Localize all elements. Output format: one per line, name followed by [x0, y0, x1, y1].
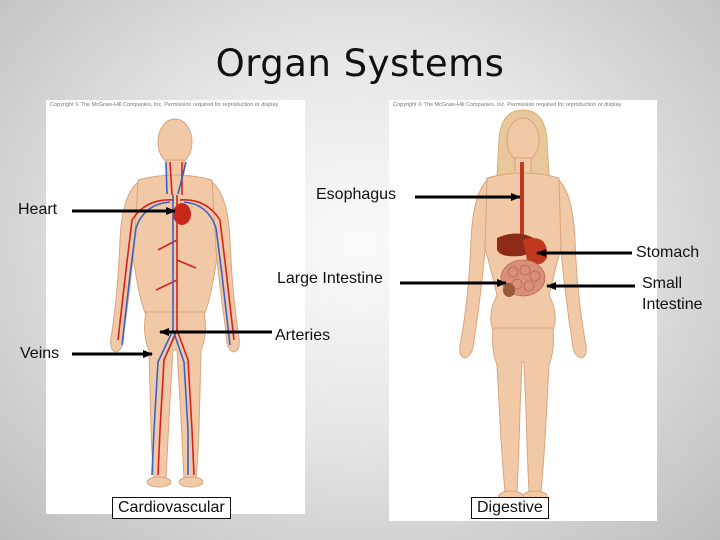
callout-arrows — [0, 0, 720, 540]
